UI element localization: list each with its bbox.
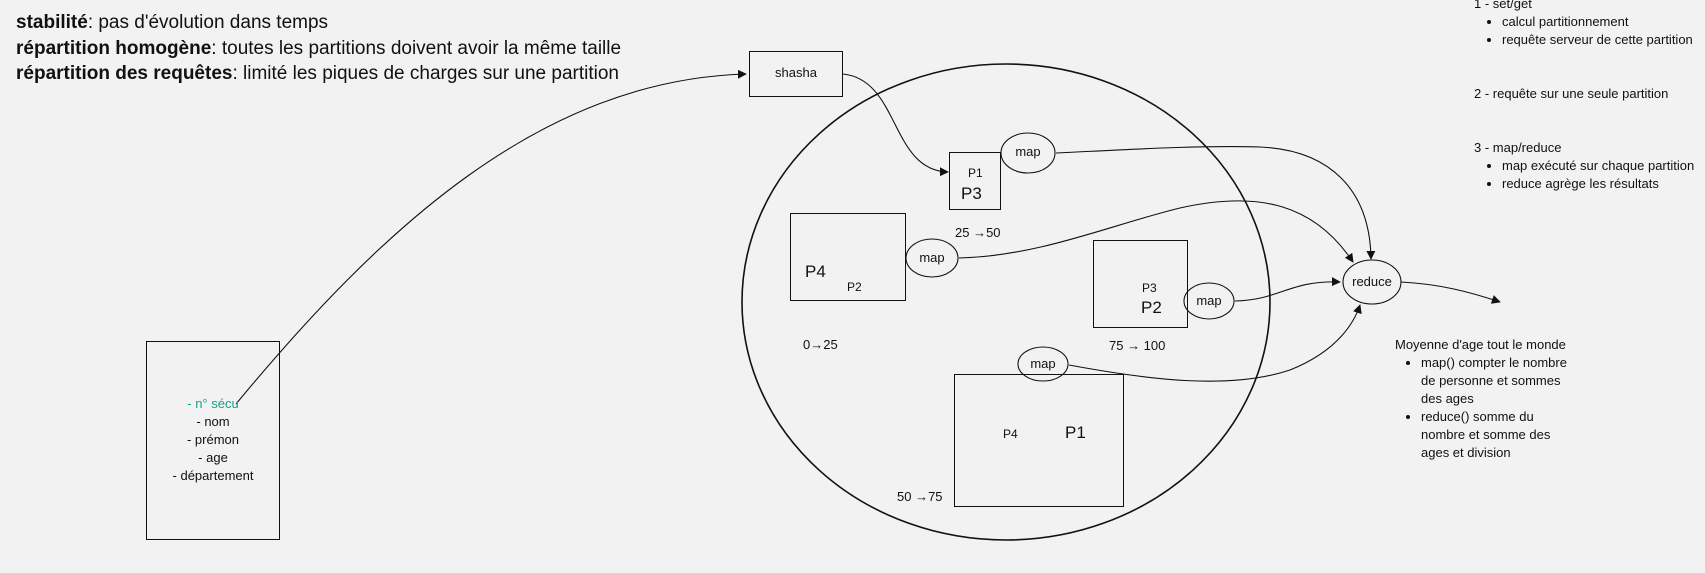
list-item: map exécuté sur chaque partition [1502, 157, 1694, 175]
entity-box: - n° sécu - nom - prémon - age - départe… [146, 341, 280, 540]
header-desc: : toutes les partitions doivent avoir la… [211, 38, 622, 59]
range-label-top: 25 →50 [955, 225, 1001, 240]
list-item: reduce agrège les résultats [1502, 175, 1694, 193]
header-desc: : pas d'évolution dans temps [87, 12, 329, 33]
list-item: map() compter le nombre de personne et s… [1421, 354, 1575, 408]
note-step3-list: map exécuté sur chaque partition reduce … [1474, 157, 1694, 193]
map-node-top [1000, 132, 1056, 174]
cluster-ellipse [741, 63, 1271, 541]
list-item: requête serveur de cette partition [1502, 31, 1694, 49]
map-node-right [1183, 282, 1235, 320]
example-title: Moyenne d'age tout le monde [1395, 337, 1566, 352]
entity-field-ssn: - n° sécu [187, 396, 239, 411]
partition-secondary-label: P2 [1141, 298, 1162, 317]
map-bottom-to-reduce-arrow [1068, 304, 1362, 382]
header-line-stabilite: stabilité: pas d'évolution dans temps [16, 10, 328, 36]
map-label-left: map [919, 250, 945, 265]
entity-field-departement: - département [172, 468, 254, 483]
list-item: reduce() somme du nombre et somme des ag… [1421, 408, 1575, 462]
map-top-to-reduce-arrow [1055, 146, 1376, 260]
reduce-label: reduce [1352, 274, 1392, 289]
map-label-right: map [1196, 293, 1222, 308]
header-line-repartition-homogene: répartition homogène: toutes les partiti… [16, 36, 621, 62]
map-right-to-reduce-arrow [1234, 277, 1341, 302]
example-list: map() compter le nombre de personne et s… [1395, 354, 1575, 462]
partition-box-bottom: P4 P1 [954, 374, 1124, 507]
header-term: répartition homogène [16, 38, 212, 59]
map-node-left [905, 238, 959, 278]
notes-panel: 1 - set/get calcul partitionnement requê… [1474, 0, 1694, 193]
note-step1-title: 1 - set/get [1474, 0, 1532, 11]
hash-function-label: shasha [775, 65, 817, 80]
partition-secondary-label: P2 [847, 280, 862, 294]
partition-primary-label: P3 [1142, 281, 1157, 295]
entity-field-age: - age [198, 450, 228, 465]
partition-box-right: P3 P2 [1093, 240, 1188, 328]
note-step1-list: calcul partitionnement requête serveur d… [1474, 13, 1694, 49]
entity-fields: - n° sécu - nom - prémon - age - départe… [147, 395, 279, 485]
entity-field-nom: - nom [196, 414, 230, 429]
partition-box-top: P1 P3 [949, 152, 1001, 210]
range-label-right: 75 → 100 [1109, 338, 1166, 353]
reduce-output-arrow [1400, 281, 1501, 304]
entity-field-prenom: - prémon [186, 432, 240, 447]
example-panel: Moyenne d'age tout le monde map() compte… [1395, 336, 1575, 462]
header-term: stabilité [16, 12, 88, 33]
range-label-bottom: 50 →75 [897, 489, 943, 504]
note-step2-title: 2 - requête sur une seule partition [1474, 86, 1669, 101]
partition-secondary-label: P1 [1065, 423, 1086, 442]
header-term: répartition des requêtes [16, 63, 233, 84]
map-left-to-reduce-arrow [958, 200, 1354, 263]
partition-box-left: P4 P2 [790, 213, 906, 301]
header-desc: : limité les piques de charges sur une p… [232, 63, 619, 84]
partition-secondary-label: P3 [961, 184, 982, 203]
entity-to-hash-arrow [235, 69, 747, 405]
partition-primary-label: P1 [968, 166, 983, 180]
hash-to-partition-arrow [842, 73, 949, 177]
hash-function-box: shasha [749, 51, 843, 97]
reduce-node [1342, 259, 1402, 305]
note-step3-title: 3 - map/reduce [1474, 140, 1562, 155]
map-label-bottom: map [1030, 356, 1056, 371]
map-label-top: map [1015, 144, 1041, 159]
header-line-repartition-requetes: répartition des requêtes: limité les piq… [16, 61, 619, 87]
partition-primary-label: P4 [1003, 427, 1018, 441]
map-node-bottom [1017, 346, 1069, 382]
list-item: calcul partitionnement [1502, 13, 1694, 31]
partition-primary-label: P4 [805, 262, 826, 281]
range-label-left: 0→25 [803, 337, 838, 352]
